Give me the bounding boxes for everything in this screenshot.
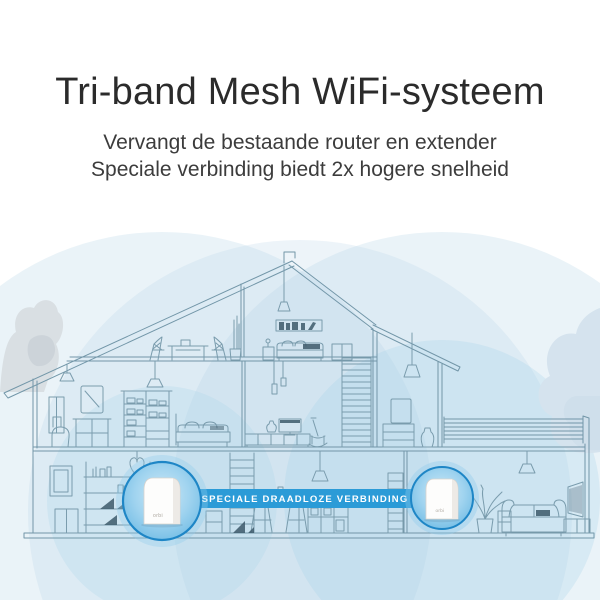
banner-ribbon — [196, 489, 414, 508]
wardrobe-closet — [120, 390, 173, 448]
bedroom-bed — [175, 413, 231, 448]
attic-dining-set — [149, 336, 227, 361]
connection-banner: SPECIALE DRAADLOZE VERBINDING — [196, 489, 414, 508]
chimney — [283, 251, 296, 264]
heart-pendant-lamp — [129, 457, 145, 477]
roof — [3, 251, 461, 399]
bathroom-fixtures — [48, 385, 112, 448]
subtitle-line-2: Speciale verbinding biedt 2x hogere snel… — [91, 158, 509, 181]
dark-accent-decor — [100, 322, 582, 533]
orbi-logo-right: orbi — [435, 508, 444, 513]
pendant-lamps-second-floor — [59, 360, 164, 388]
banner-label: SPECIALE DRAADLOZE VERBINDING — [202, 494, 409, 505]
attic-plant — [229, 315, 242, 361]
device-satellite: orbi — [424, 478, 460, 523]
wifi-coverage-circles — [0, 232, 600, 600]
hero-text-block: Tri-band Mesh WiFi-systeem Vervangt de b… — [0, 70, 600, 183]
page-title: Tri-band Mesh WiFi-systeem — [55, 71, 545, 113]
orbi-logo-left: orbi — [153, 513, 163, 519]
tree-left — [0, 300, 64, 392]
media-room-furniture — [244, 357, 372, 448]
attic-pendant-lamp — [277, 265, 291, 312]
pergola-slats — [443, 415, 590, 445]
subtitle-line-1: Vervangt de bestaande router en extender — [103, 131, 497, 154]
dressing-nook-furniture — [382, 332, 435, 448]
device-router: orbi — [141, 477, 183, 528]
